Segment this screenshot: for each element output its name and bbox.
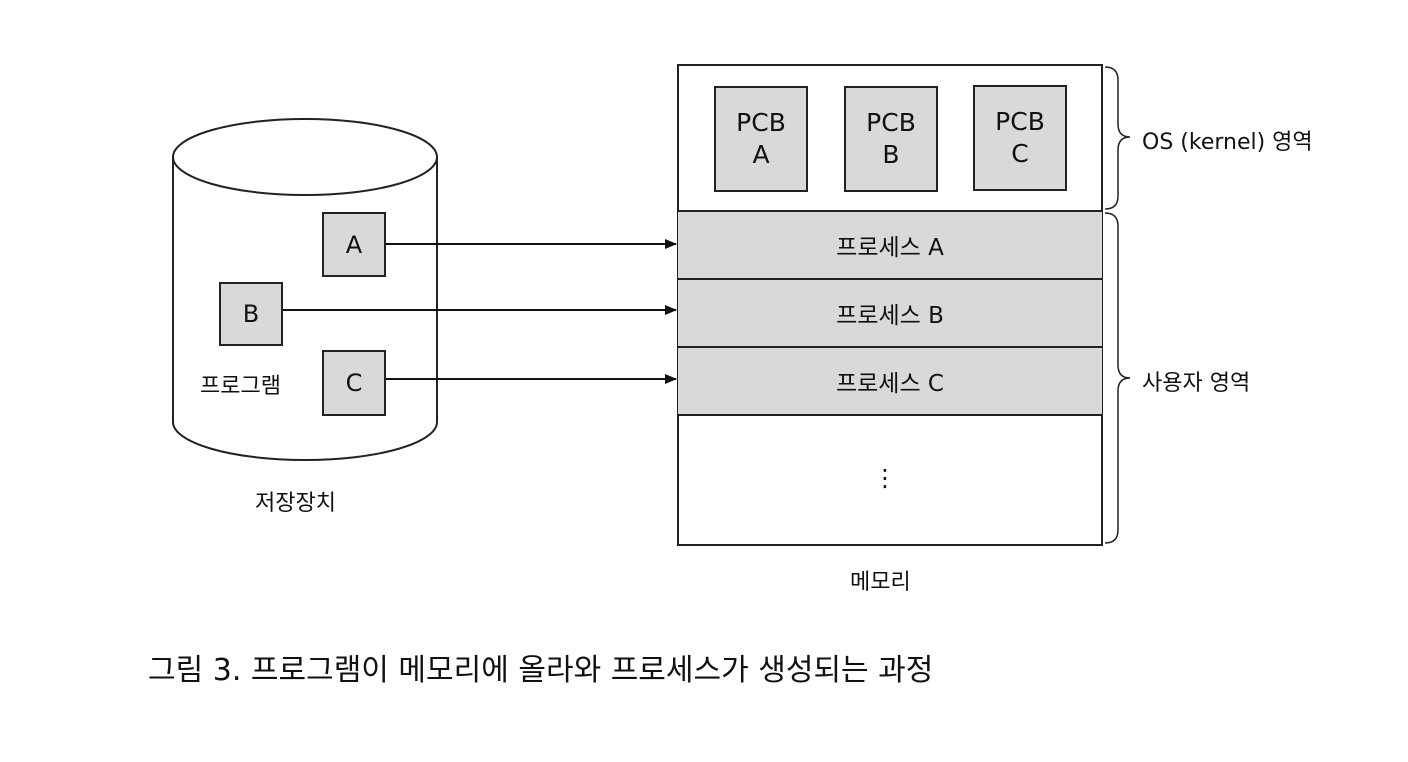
program-c-label: C [345, 369, 363, 397]
process-region-b: 프로세스 B [678, 280, 1102, 346]
os-region-brace [1104, 66, 1131, 210]
figure-caption: 그림 3. 프로그램이 메모리에 올라와 프로세스가 생성되는 과정 [148, 653, 934, 688]
process-region-c: 프로세스 C [678, 348, 1102, 414]
storage-label: 저장장치 [255, 491, 336, 516]
program-b-label: B [242, 300, 260, 328]
pcb-a-line2: A [752, 140, 770, 169]
pcb-box-a: PCB A [714, 86, 808, 192]
program-label: 프로그램 [200, 374, 281, 399]
pcb-a-line1: PCB [736, 108, 786, 137]
user-region-brace [1104, 212, 1131, 544]
process-label-a: 프로세스 A [836, 235, 944, 261]
process-label-b: 프로세스 B [836, 303, 944, 329]
os-region-label: OS (kernel) 영역 [1142, 130, 1313, 155]
program-box-a: A [322, 212, 386, 277]
process-region-a: 프로세스 A [678, 212, 1102, 278]
program-box-b: B [219, 282, 283, 346]
pcb-c-line2: C [1011, 139, 1029, 168]
process-label-c: 프로세스 C [835, 371, 944, 397]
free-memory-ellipsis: ⋮ [873, 464, 897, 492]
pcb-c-line1: PCB [995, 107, 1045, 136]
user-region-label: 사용자 영역 [1142, 371, 1251, 396]
memory-label: 메모리 [850, 570, 911, 595]
pcb-box-c: PCB C [973, 85, 1067, 191]
program-box-c: C [322, 350, 386, 416]
pcb-b-line2: B [882, 140, 900, 169]
program-a-label: A [345, 230, 363, 259]
pcb-b-line1: PCB [866, 108, 916, 137]
storage-cylinder [172, 118, 438, 461]
pcb-box-b: PCB B [844, 86, 938, 192]
